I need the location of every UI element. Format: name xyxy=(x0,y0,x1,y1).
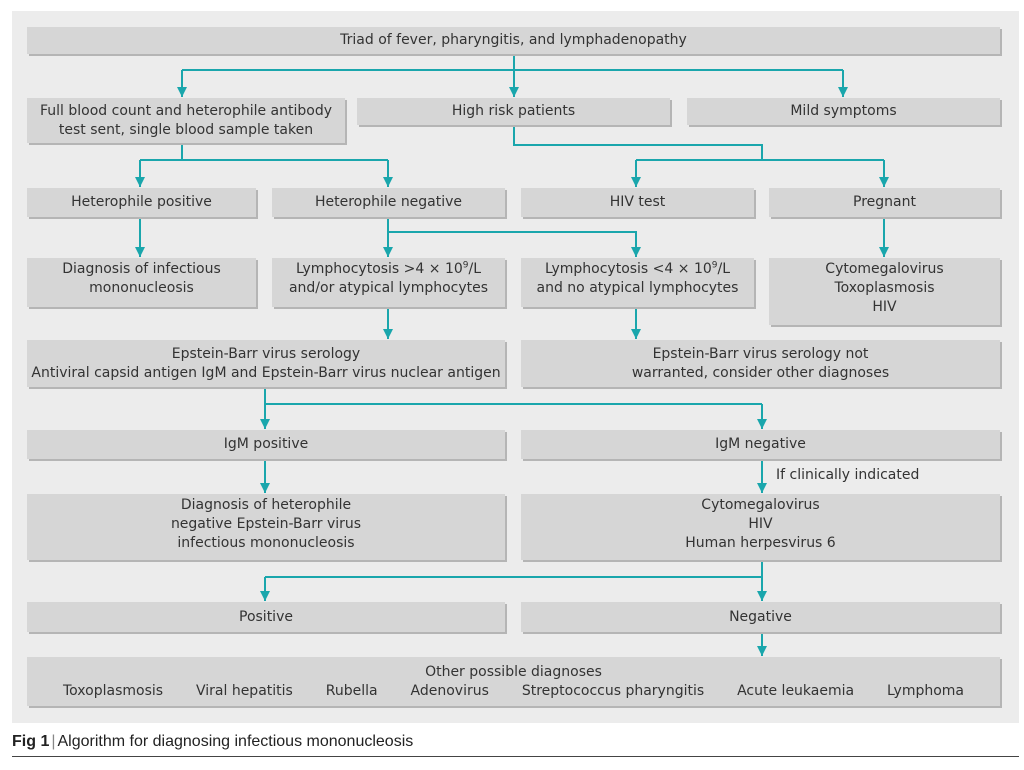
node-diagnosis-heterophile-negative-ebv: Diagnosis of heterophile negative Epstei… xyxy=(27,494,505,560)
node-ebv-not-line-2: warranted, consider other diagnoses xyxy=(631,364,890,381)
node-lympho-high-line-1: Lymphocytosis >4 × 109/L xyxy=(296,260,481,279)
node-lymphocytosis-high: Lymphocytosis >4 × 109/L and/or atypical… xyxy=(272,258,505,307)
caption-rule xyxy=(12,756,1019,757)
node-positive: Positive xyxy=(27,602,505,632)
node-negative: Negative xyxy=(521,602,1000,632)
other-diagnosis-item: Toxoplasmosis xyxy=(63,682,164,699)
node-igm-negative: IgM negative xyxy=(521,430,1000,459)
node-diag-hetneg-line-2: negative Epstein-Barr virus xyxy=(170,516,362,532)
node-triad: Triad of fever, pharyngitis, and lymphad… xyxy=(27,27,1000,54)
node-ebv-serology-not-warranted: Epstein-Barr virus serology not warrante… xyxy=(521,340,1000,387)
other-diagnoses-list: Toxoplasmosis Viral hepatitis Rubella Ad… xyxy=(31,682,996,701)
node-igm-neg-label: IgM negative xyxy=(715,436,806,452)
node-fbc-line-2: test sent, single blood sample taken xyxy=(58,121,314,138)
arrow-to-lympho-low xyxy=(388,231,641,257)
other-diagnosis-item: Viral hepatitis xyxy=(195,682,293,699)
lympho-high-exponent: 9 xyxy=(462,260,469,271)
node-cmv-hiv-hhv6: Cytomegalovirus HIV Human herpesvirus 6 xyxy=(521,494,1000,560)
node-pregnant: Pregnant xyxy=(769,188,1000,217)
node-cmv-list-line-2: HIV xyxy=(748,516,773,532)
node-ebv-serology-line-2: Antiviral capsid antigen IgM and Epstein… xyxy=(31,364,501,381)
node-het-neg-label: Heterophile negative xyxy=(314,194,463,210)
caption-figure-number: Fig 1 xyxy=(12,733,50,750)
node-diag-hetneg-line-3: infectious mononucleosis xyxy=(177,535,355,551)
node-triad-label: Triad of fever, pharyngitis, and lymphad… xyxy=(340,32,687,48)
note-if-clinically-indicated: If clinically indicated xyxy=(776,467,920,483)
node-cmv-list-line-1: Cytomegalovirus xyxy=(701,497,820,513)
lympho-low-unit: /L xyxy=(717,261,731,277)
other-diagnosis-item: Adenovirus xyxy=(410,682,489,699)
node-high-risk-label: High risk patients xyxy=(451,103,576,119)
node-fbc-line-1: Full blood count and heterophile antibod… xyxy=(39,102,333,119)
node-igm-pos-label: IgM positive xyxy=(223,436,309,452)
node-het-pos-label: Heterophile positive xyxy=(71,194,212,210)
figure-caption: Fig 1|Algorithm for diagnosing infectiou… xyxy=(12,733,413,751)
node-hiv-test-label: HIV test xyxy=(609,194,666,210)
lympho-high-prefix: Lymphocytosis >4 × 10 xyxy=(295,261,463,277)
node-ebv-serology: Epstein-Barr virus serology Antiviral ca… xyxy=(27,340,505,387)
node-pregnant-label: Pregnant xyxy=(853,194,916,210)
other-diagnosis-item: Rubella xyxy=(325,682,378,699)
node-ebv-not-line-1: Epstein-Barr virus serology not xyxy=(652,345,869,362)
lympho-low-exponent: 9 xyxy=(711,260,718,271)
node-ebv-serology-line-1: Epstein-Barr virus serology xyxy=(171,345,361,362)
other-diagnosis-item: Streptococcus pharyngitis xyxy=(521,682,705,699)
node-mild-label: Mild symptoms xyxy=(790,103,897,119)
caption-text: Algorithm for diagnosing infectious mono… xyxy=(57,733,414,750)
lympho-high-unit: /L xyxy=(468,261,482,277)
node-hiv-test: HIV test xyxy=(521,188,754,217)
lympho-low-prefix: Lymphocytosis <4 × 10 xyxy=(544,261,712,277)
node-diag-im-line-2: mononucleosis xyxy=(89,280,194,296)
node-preg-list-line-3: HIV xyxy=(872,299,897,315)
node-diagnosis-infectious-mononucleosis: Diagnosis of infectious mononucleosis xyxy=(27,258,256,307)
node-other-title: Other possible diagnoses xyxy=(425,663,602,680)
caption-separator: | xyxy=(51,733,56,750)
node-lymphocytosis-low: Lymphocytosis <4 × 109/L and no atypical… xyxy=(521,258,754,307)
node-other-possible-diagnoses: Other possible diagnoses Toxoplasmosis V… xyxy=(27,657,1000,706)
other-diagnosis-item: Lymphoma xyxy=(887,682,964,699)
node-full-blood-count: Full blood count and heterophile antibod… xyxy=(27,98,345,143)
node-lympho-high-line-2: and/or atypical lymphocytes xyxy=(288,280,489,296)
connector-high-risk xyxy=(513,125,763,160)
node-lympho-low-line-2: and no atypical lymphocytes xyxy=(536,280,739,296)
node-mild-symptoms: Mild symptoms xyxy=(687,98,1000,125)
node-lympho-low-line-1: Lymphocytosis <4 × 109/L xyxy=(545,260,730,279)
node-high-risk-patients: High risk patients xyxy=(357,98,670,125)
node-preg-list-line-1: Cytomegalovirus xyxy=(825,261,944,277)
node-diag-hetneg-line-1: Diagnosis of heterophile xyxy=(180,497,352,513)
node-heterophile-negative: Heterophile negative xyxy=(272,188,505,217)
node-igm-positive: IgM positive xyxy=(27,430,505,459)
node-diag-im-line-1: Diagnosis of infectious xyxy=(62,261,221,277)
node-heterophile-positive: Heterophile positive xyxy=(27,188,256,217)
node-preg-list-line-2: Toxoplasmosis xyxy=(834,280,935,296)
node-negative-label: Negative xyxy=(729,608,792,625)
node-cmv-list-line-3: Human herpesvirus 6 xyxy=(685,535,836,551)
node-positive-label: Positive xyxy=(239,608,293,625)
node-pregnant-infections: Cytomegalovirus Toxoplasmosis HIV xyxy=(769,258,1000,325)
other-diagnosis-item: Acute leukaemia xyxy=(737,682,855,699)
